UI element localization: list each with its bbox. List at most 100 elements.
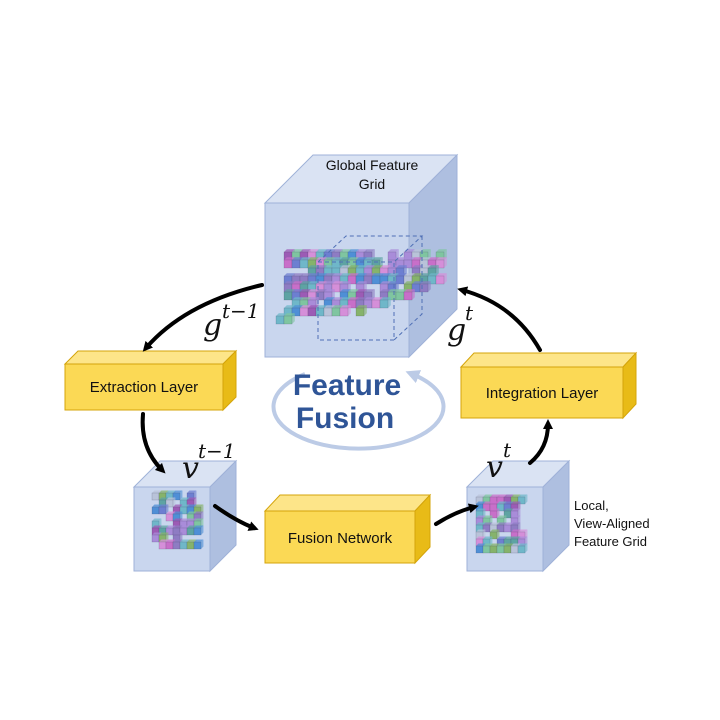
voxel-top [173, 532, 183, 535]
voxel-side [525, 543, 528, 553]
voxel-top [316, 249, 327, 252]
voxel-front [291, 259, 301, 269]
voxel-top [504, 494, 514, 497]
voxel-top [152, 490, 162, 493]
voxel-top [396, 265, 407, 268]
voxel-top [152, 525, 162, 528]
voxel-top [348, 265, 359, 268]
voxel-top [300, 249, 311, 252]
voxel-top [356, 273, 367, 276]
v-prev-base: v [182, 451, 199, 486]
voxel-top [364, 273, 375, 276]
voxel-side [525, 494, 528, 504]
voxel-front [283, 259, 293, 269]
extraction-layer-box: Extraction Layer [63, 349, 238, 412]
voxel-side [348, 305, 351, 316]
voxel-top [152, 504, 162, 507]
voxel-top [332, 281, 343, 284]
flow-arrows [140, 283, 553, 531]
voxel-top [284, 257, 295, 260]
voxel-top [316, 281, 327, 284]
voxel-top [292, 249, 303, 252]
voxel-top [194, 525, 204, 528]
integration-box-top [459, 352, 638, 368]
local-grid-cube-curr: Local, View-Aligned Feature Grid [465, 459, 650, 573]
voxel-top [348, 249, 359, 252]
voxel-top [159, 525, 169, 528]
voxel-side [292, 313, 295, 324]
voxel-front [503, 524, 512, 533]
voxel-top [490, 508, 500, 511]
voxel-top [166, 539, 176, 542]
voxel-top [180, 518, 190, 521]
voxel-side [201, 539, 204, 549]
feature-fusion-line2: Fusion [296, 402, 394, 435]
voxel-top [388, 281, 399, 284]
voxel-top [372, 297, 383, 300]
voxel-front [193, 541, 202, 550]
voxel-top [324, 289, 335, 292]
voxel-front [482, 545, 491, 554]
voxel-top [308, 281, 319, 284]
voxel-top [490, 529, 500, 532]
voxel-top [388, 273, 399, 276]
voxel-front [165, 541, 174, 550]
voxel-top [511, 522, 521, 525]
arrow-global-to-extraction [142, 283, 264, 352]
g-curr-base: g [447, 313, 466, 348]
voxel-top [490, 543, 500, 546]
local-curr-voxel-cluster [475, 494, 528, 554]
voxel-top [324, 297, 335, 300]
voxel-top [380, 297, 391, 300]
voxel-top [187, 504, 197, 507]
voxel-top [308, 273, 319, 276]
voxel-top [476, 501, 486, 504]
voxel-front [158, 506, 167, 515]
voxel-top [497, 501, 507, 504]
voxel-top [504, 508, 514, 511]
voxel-top [152, 518, 162, 521]
voxel-front [371, 299, 381, 309]
voxel-top [396, 257, 407, 260]
voxel-top [364, 289, 375, 292]
voxel-top [380, 273, 391, 276]
g-curr-sup: t [465, 301, 474, 325]
voxel-top [511, 529, 521, 532]
voxel-top [166, 511, 176, 514]
voxel-top [340, 273, 351, 276]
voxel-top [308, 289, 319, 292]
fusion-network-label: Fusion Network [288, 530, 393, 547]
voxel-top [276, 313, 287, 316]
voxel-top [316, 289, 327, 292]
voxel-top [284, 249, 295, 252]
voxel-front [503, 545, 512, 554]
arrow-integration-to-global [457, 286, 542, 352]
voxel-top [412, 281, 423, 284]
voxel-top [159, 504, 169, 507]
integration-layer-box: Integration Layer [459, 351, 638, 420]
voxel-top [428, 257, 439, 260]
voxel-top [388, 257, 399, 260]
voxel-top [497, 515, 507, 518]
voxel-front [489, 510, 498, 519]
voxel-front [165, 513, 174, 522]
voxel-top [436, 273, 447, 276]
voxel-top [316, 265, 327, 268]
voxel-front [315, 307, 325, 317]
voxel-front [172, 492, 181, 501]
symbol-g-curr: g t [447, 301, 474, 348]
voxel-front [489, 531, 498, 540]
voxel-top [180, 497, 190, 500]
voxel-top [404, 281, 415, 284]
voxel-top [404, 289, 415, 292]
voxel-top [292, 297, 303, 300]
voxel-front [193, 527, 202, 536]
voxel-top [476, 515, 486, 518]
extraction-box-front [64, 363, 224, 411]
voxel-top [511, 543, 521, 546]
local-grid-label-line1: Local, [574, 498, 609, 513]
voxel-top [284, 281, 295, 284]
voxel-front [299, 259, 309, 269]
local-grid-label-line3: Feature Grid [574, 534, 647, 549]
voxel-top [348, 257, 359, 260]
